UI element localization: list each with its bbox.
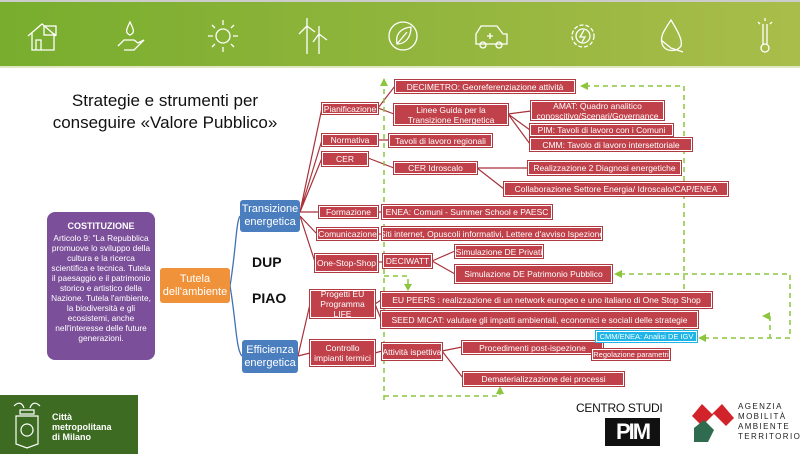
amat-label: AGENZIA MOBILITÀ AMBIENTE TERRITORIO (738, 402, 800, 441)
tavoli-regionali-box: Tavoli di lavoro regionali (388, 133, 493, 148)
formazione-box: Formazione (318, 205, 379, 219)
citta-metropolitana-logo: Città metropolitana di Milano (0, 395, 138, 454)
solar-house-icon (27, 23, 57, 51)
collaborazione-box: Collaborazione Settore Energia/ Idroscal… (503, 181, 729, 197)
transizione-energetica-box: Transizione energetica (240, 200, 300, 232)
flame-drop-icon (660, 18, 684, 53)
thermometer-icon (757, 18, 773, 53)
amat-box: AMAT: Quadro analitico conoscitivo/Scena… (530, 100, 665, 121)
realizzazione-box: Realizzazione 2 Diagnosi energetiche (527, 160, 682, 176)
regolazione-box: Regolazione parametri (591, 348, 671, 361)
attivita-ispettiva-box: Attività ispettiva (381, 342, 443, 361)
pim-logo: PIM (605, 418, 660, 446)
costituzione-heading: COSTITUZIONE (67, 221, 135, 231)
normativa-box: Normativa (321, 133, 379, 147)
dup-label: DUP (252, 254, 282, 270)
cmm-enea-box: CMM/ENEA: Analisi DE IGV (595, 330, 698, 343)
linee-guida-box: Linee Guida per la Transizione Energetic… (393, 103, 509, 126)
connector-tutela-transizione (229, 215, 241, 287)
sun-icon (208, 20, 238, 52)
enea-box: ENEA: Comuni - Summer School e PAESC (381, 204, 553, 220)
centro-studi-label: CENTRO STUDI (576, 401, 663, 415)
siti-internet-box: Siti internet, Opuscoli informativi, Let… (379, 226, 605, 241)
costituzione-text: Articolo 9: "La Repubblica promuove lo s… (51, 233, 151, 343)
arrowheads (380, 78, 770, 394)
deciwatt-box: DECIWATT (382, 253, 433, 269)
efficienza-energetica-box: Efficienza energetica (242, 340, 298, 373)
seed-micat-box: SEED MICAT: valutare gli impatti ambient… (380, 310, 699, 329)
costituzione-box: COSTITUZIONE Articolo 9: "La Repubblica p… (47, 212, 155, 360)
eu-peers-box: EU PEERS : realizzazione di un network e… (380, 291, 713, 309)
pianificazione-box: Pianificazione (321, 102, 379, 115)
controllo-impianti-box: Controllo impianti termici (309, 339, 376, 367)
title-line-2: conseguire «Valore Pubblico» (52, 113, 278, 132)
piao-label: PIAO (252, 290, 287, 306)
dematerializzazione-box: Dematerializzazione dei processi (462, 371, 625, 387)
procedimenti-box: Procedimenti post-ispezione (461, 340, 604, 355)
progetti-eu-box: Progetti EU Programma LIFE (309, 289, 376, 319)
title-line-1: Strategie e strumenti per (71, 91, 259, 110)
tutela-ambiente-box: Tutela dell'ambiente (160, 268, 230, 303)
page-title: Strategie e strumenti per conseguire «Val… (40, 90, 290, 134)
electric-car-icon (475, 25, 508, 49)
pim-box: PIM: Tavoli di lavoro con i Comuni (529, 123, 674, 137)
hand-water-drop-icon (117, 20, 145, 51)
amat-logo-icon (692, 404, 734, 442)
comunicazione-box: Comunicazione (316, 227, 379, 241)
leaf-icon (388, 21, 418, 51)
cer-box: CER (321, 151, 369, 167)
header-banner (0, 0, 800, 68)
coat-of-arms-icon (13, 402, 41, 449)
simulazione-pubblico-box: Simulazione DE Patrimonio Pubblico (454, 264, 613, 284)
wind-turbine-icon (298, 18, 328, 54)
gear-bolt-icon (571, 24, 595, 48)
connector-tutela-efficienza (229, 285, 243, 357)
one-stop-shop-box: One-Stop-Shop (314, 253, 379, 273)
simulazione-privati-box: Simulazione DE Privati (454, 244, 544, 259)
decimetro-box: DECIMETRO: Georeferenziazione attività (394, 79, 576, 94)
cer-idroscalo-box: CER Idroscalo (393, 161, 478, 175)
cmm-box: CMM: Tavolo di lavoro intersettoriale (529, 137, 693, 152)
citta-metropolitana-label: Città metropolitana di Milano (52, 412, 112, 442)
